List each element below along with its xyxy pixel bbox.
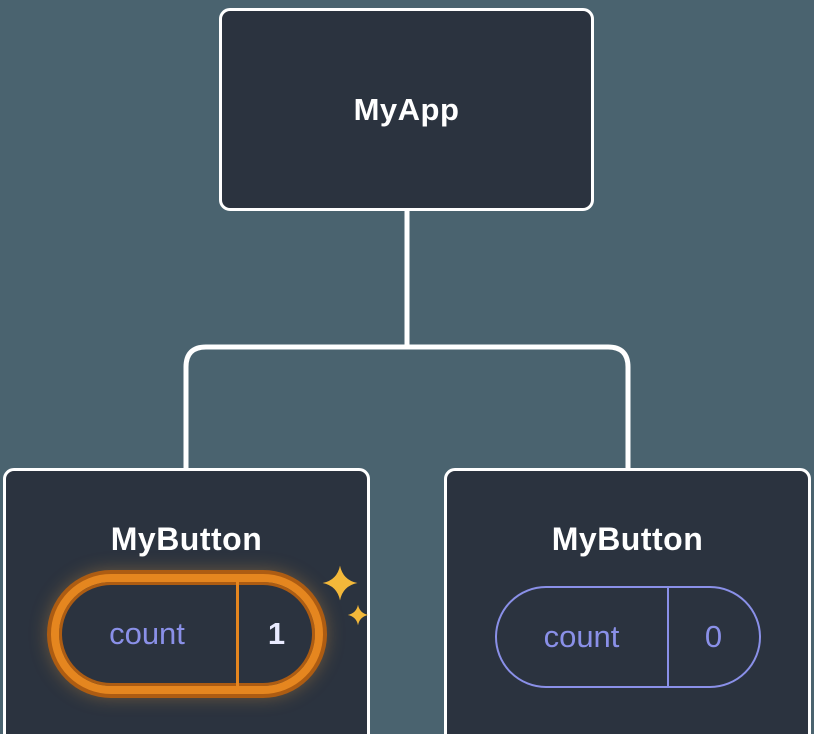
state-value-cell: 0: [669, 588, 759, 686]
pill-divider: [666, 588, 669, 686]
child-node-right-label: MyButton: [551, 521, 704, 557]
state-key-label: count: [543, 619, 620, 654]
child-node-right: MyButton count 0: [444, 468, 811, 734]
state-key-label: count: [109, 616, 185, 651]
connector-branch: [183, 344, 631, 470]
sparkle-icon: [322, 565, 369, 626]
state-value: 0: [704, 619, 723, 654]
child-node-left-label: MyButton: [110, 521, 263, 557]
root-node: MyApp: [219, 8, 594, 211]
state-pill-highlighted: count 1: [50, 574, 323, 694]
state-key-cell: count: [497, 588, 667, 686]
child-node-left: MyButton count 1: [3, 468, 370, 734]
state-key-cell: count: [59, 582, 236, 686]
state-value-cell: 1: [239, 582, 315, 686]
root-node-label: MyApp: [353, 91, 460, 127]
pill-divider: [235, 582, 239, 686]
state-value: 1: [267, 616, 286, 651]
state-pill-normal: count 0: [494, 586, 761, 688]
